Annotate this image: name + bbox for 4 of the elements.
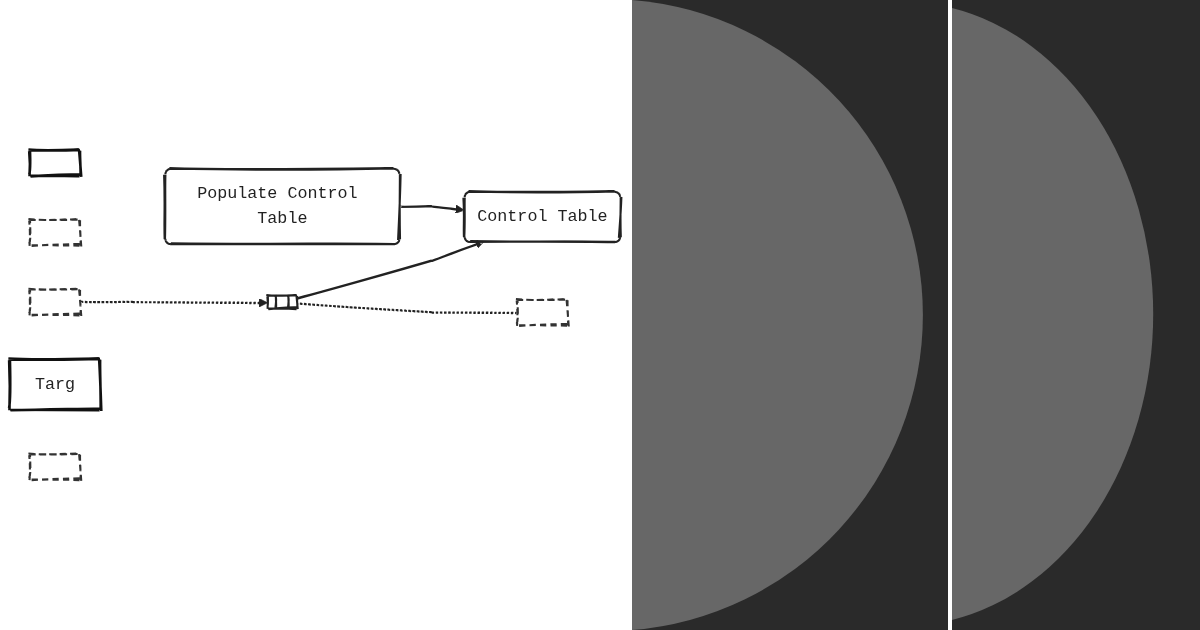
arrow	[79, 298, 268, 308]
node-text: Control Table	[477, 207, 608, 227]
node-text: Populate Control Table	[197, 184, 358, 229]
node-text: Targ	[34, 375, 75, 394]
